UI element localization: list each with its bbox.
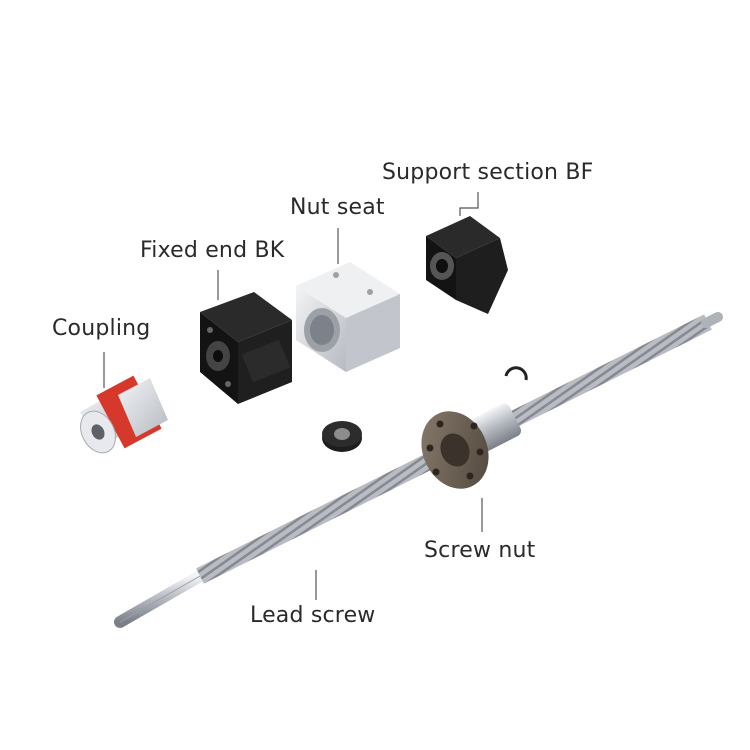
label-lead-screw: Lead screw	[250, 603, 376, 628]
screw-nut	[421, 403, 522, 489]
label-screw-nut: Screw nut	[424, 538, 536, 563]
lock-nut	[322, 421, 362, 452]
nut-seat	[296, 262, 400, 372]
coupling	[79, 375, 168, 454]
label-support-section-bf: Support section BF	[382, 160, 594, 185]
snap-ring	[504, 366, 528, 381]
label-nut-seat: Nut seat	[290, 195, 385, 220]
label-fixed-end-bk: Fixed end BK	[140, 238, 285, 263]
fixed-end-bk	[200, 292, 292, 404]
support-section-bf	[426, 216, 508, 314]
leader-lines	[103, 192, 483, 600]
label-coupling: Coupling	[52, 316, 151, 341]
